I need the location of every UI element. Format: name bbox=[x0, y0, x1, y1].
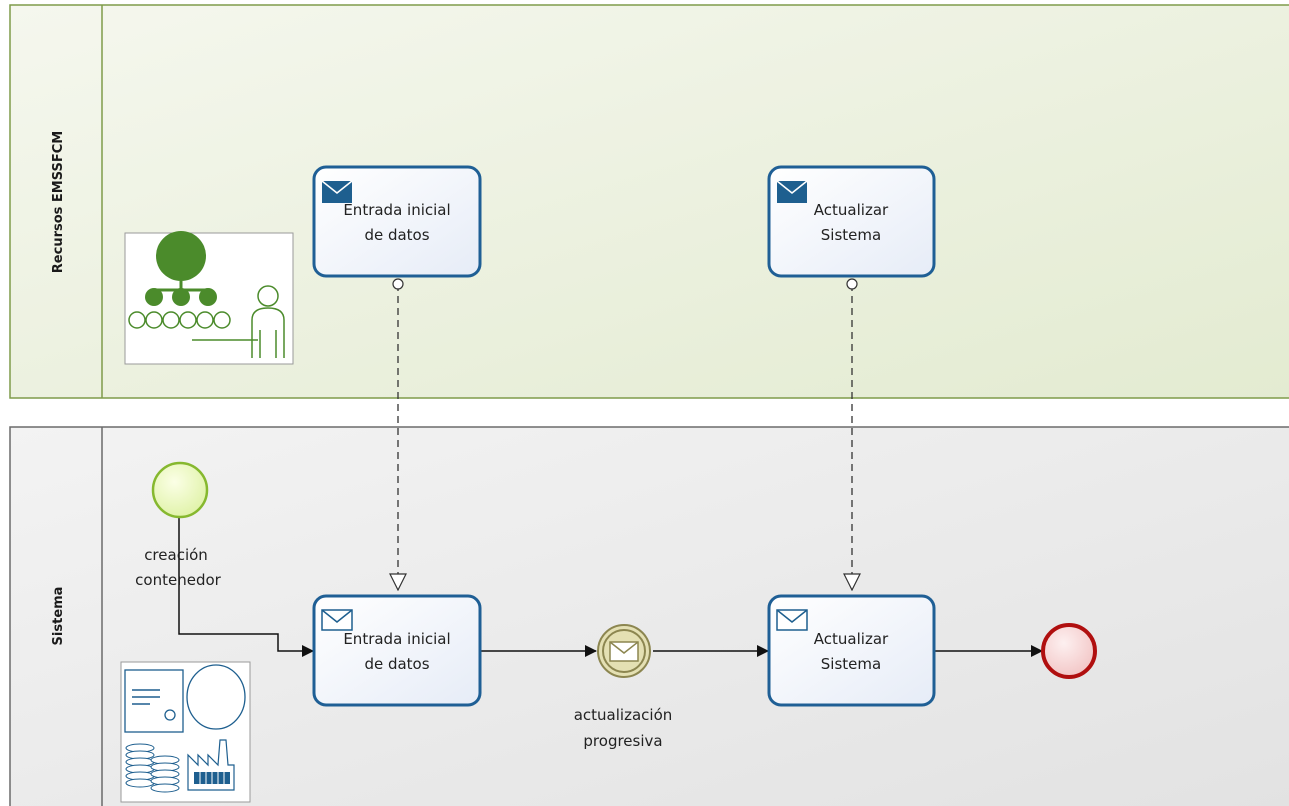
task-bottom-entrada[interactable]: Entrada inicial de datos bbox=[312, 594, 482, 707]
envelope-filled-icon bbox=[776, 180, 808, 203]
intermediate-event-label-line1: actualización bbox=[574, 706, 673, 724]
task-label-line2: de datos bbox=[364, 655, 429, 673]
start-event[interactable] bbox=[151, 461, 209, 519]
task-bottom-actualizar[interactable]: Actualizar Sistema bbox=[767, 594, 936, 707]
end-event[interactable] bbox=[1041, 623, 1097, 679]
sequence-flow-start-to-entrada bbox=[178, 518, 314, 657]
intermediate-message-event[interactable] bbox=[597, 624, 651, 678]
envelope-outline-icon bbox=[776, 609, 808, 631]
task-top-actualizar[interactable]: Actualizar Sistema bbox=[767, 165, 936, 278]
lane-sistema: Sistema bbox=[9, 426, 1289, 806]
task-label-line1: Actualizar bbox=[814, 630, 889, 648]
start-event-label-line2: contenedor bbox=[135, 571, 221, 589]
task-label-line2: de datos bbox=[364, 226, 429, 244]
org-chart-icon bbox=[124, 231, 294, 365]
task-label-line1: Entrada inicial bbox=[343, 630, 450, 648]
start-event-label-line1: creación bbox=[144, 546, 208, 564]
document-factory-icon bbox=[120, 661, 251, 803]
envelope-outline-icon bbox=[321, 609, 353, 631]
intermediate-event-label-line2: progresiva bbox=[583, 732, 662, 750]
task-label-line1: Entrada inicial bbox=[343, 201, 450, 219]
task-label-line2: Sistema bbox=[821, 226, 881, 244]
lane-title-sistema: Sistema bbox=[51, 587, 66, 646]
envelope-filled-icon bbox=[321, 180, 353, 203]
lane-title-recursos: Recursos EMSSFCM bbox=[51, 131, 66, 273]
task-label-line1: Actualizar bbox=[814, 201, 889, 219]
envelope-outline-icon bbox=[609, 641, 639, 662]
task-label-line2: Sistema bbox=[821, 655, 881, 673]
task-top-entrada[interactable]: Entrada inicial de datos bbox=[312, 165, 482, 278]
